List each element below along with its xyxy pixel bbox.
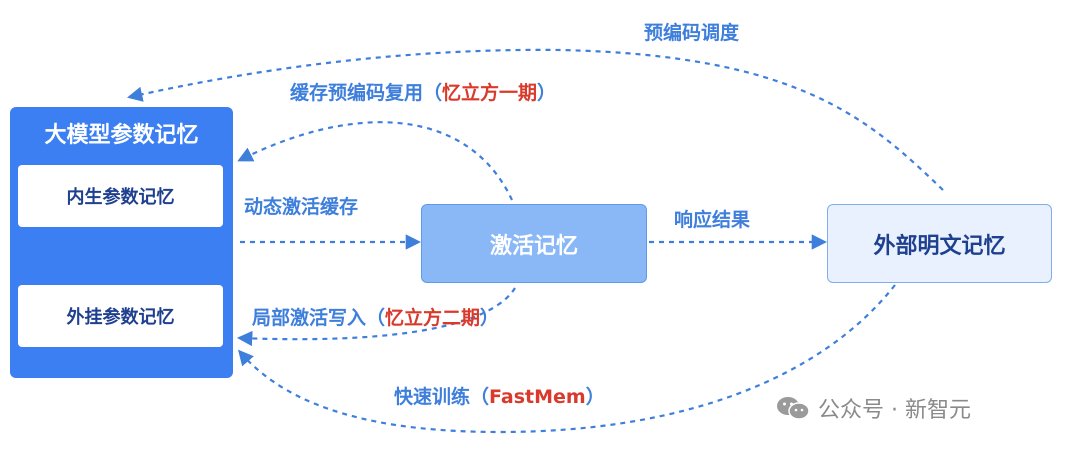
arrow-fast-training [237, 284, 896, 434]
label-cache-reuse-paren-open: （ [423, 82, 443, 104]
label-fast-training-highlight: FastMem [489, 386, 586, 408]
wechat-icon [776, 395, 810, 421]
label-dynamic-activation-cache: 动态激活缓存 [244, 196, 359, 218]
label-fast-training-text: 快速训练 [394, 386, 471, 408]
inner-param-memory-node: 内生参数记忆 [18, 165, 223, 227]
param-memory-box: 大模型参数记忆 内生参数记忆 外挂参数记忆 [10, 107, 233, 378]
watermark-text: 公众号 · 新智元 [818, 398, 971, 423]
arrow-local-activation-write [236, 287, 516, 347]
label-local-activation-write-highlight: 忆立方二期 [385, 307, 481, 329]
label-cache-reuse-highlight: 忆立方一期 [442, 82, 538, 104]
label-fast-training-paren-close: ） [585, 386, 605, 408]
arrow-cache-reuse [237, 121, 513, 201]
watermark: 公众号 · 新智元 [776, 392, 971, 424]
plugin-param-memory-node: 外挂参数记忆 [18, 285, 223, 347]
label-cache-reuse-paren-close: ） [537, 82, 557, 104]
label-precode-schedule: 预编码调度 [644, 22, 740, 44]
label-cache-reuse-text: 缓存预编码复用 [290, 82, 424, 104]
external-memory-node: 外部明文记忆 [827, 204, 1052, 283]
param-memory-title: 大模型参数记忆 [44, 123, 199, 148]
label-local-activation-write-text: 局部激活写入 [252, 307, 367, 329]
label-response-result: 响应结果 [674, 209, 751, 231]
activation-memory-node: 激活记忆 [421, 204, 647, 283]
label-local-activation-write-paren-open: （ [366, 307, 386, 329]
label-local-activation-write: 局部激活写入（忆立方二期） [252, 303, 499, 330]
arrow-precode-schedule [126, 48, 944, 191]
label-local-activation-write-paren-close: ） [480, 307, 500, 329]
label-cache-reuse: 缓存预编码复用（忆立方一期） [290, 78, 556, 105]
label-fast-training: 快速训练（FastMem） [394, 382, 605, 409]
label-fast-training-paren-open: （ [470, 386, 490, 408]
